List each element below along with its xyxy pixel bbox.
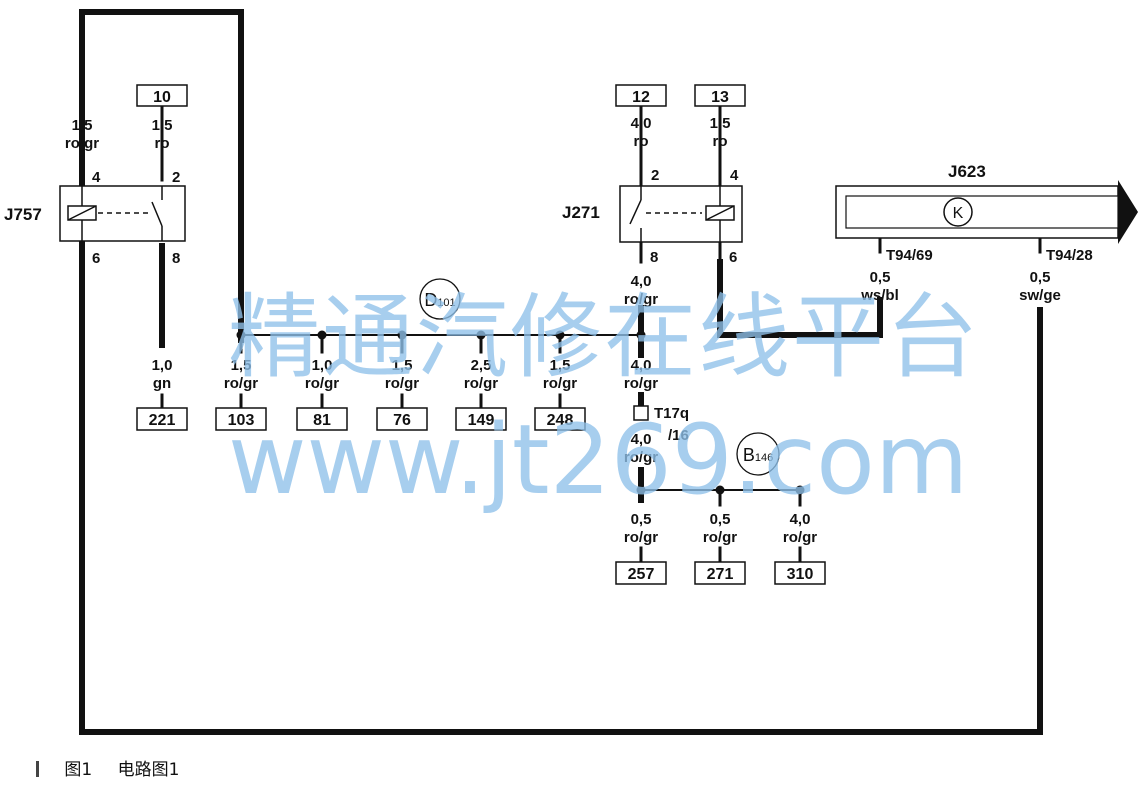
terminal-257: 257 [615, 561, 667, 585]
terminal-13: 13 [694, 84, 746, 107]
connector-d101: D101 [419, 278, 461, 320]
terminal-12: 12 [615, 84, 667, 107]
relay-j757: J757 4 2 6 8 [4, 169, 186, 267]
caption-bar [36, 761, 39, 777]
caption-figure-number: 图1 [64, 760, 93, 780]
wire-size: 1,5 [72, 117, 93, 134]
wire-color: ro/gr [624, 291, 658, 308]
wire-size: 0,5 [631, 511, 652, 528]
pin-label: 8 [172, 250, 180, 267]
wire-color: ro/gr [464, 375, 498, 392]
svg-text:221: 221 [149, 412, 176, 429]
caption-title: 电路图1 [117, 760, 180, 780]
terminal-271: 271 [694, 561, 746, 585]
pin-label: 2 [172, 169, 180, 186]
svg-text:103: 103 [228, 412, 255, 429]
wire-size: 1,0 [312, 357, 333, 374]
wire-size: 0,5 [1030, 269, 1051, 286]
wire-color: ro/gr [783, 529, 817, 546]
wire-color: ro/gr [224, 375, 258, 392]
ecu-label: J623 [948, 162, 986, 181]
wire-size: 0,5 [870, 269, 891, 286]
wire-color: ro/gr [703, 529, 737, 546]
terminal-149: 149 [455, 407, 507, 431]
terminal-76: 76 [376, 407, 428, 431]
svg-text:271: 271 [707, 566, 734, 583]
svg-text:310: 310 [787, 566, 814, 583]
wire-color: ro/gr [543, 375, 577, 392]
terminal-103: 103 [215, 407, 267, 431]
wire-size: 0,5 [710, 511, 731, 528]
wire-labels: 1,5 ro/gr 1,5 ro 1,0 gn 1,5 ro/gr 1,0 ro… [65, 115, 1061, 546]
wire-color: ro/gr [624, 529, 658, 546]
terminal-10: 10 [136, 84, 188, 107]
pin-label: 4 [92, 169, 101, 186]
wire-size: 1,5 [231, 357, 252, 374]
relay-j271: J271 2 4 8 6 [562, 167, 743, 266]
svg-text:81: 81 [313, 412, 331, 429]
pin-label: 6 [92, 250, 100, 267]
wire-size: 4,0 [790, 511, 811, 528]
wire-color: ro/gr [305, 375, 339, 392]
wire-size: 4,0 [631, 273, 652, 290]
pin-label: 2 [651, 167, 659, 184]
connector-b146: B146 [736, 432, 780, 476]
svg-text:149: 149 [468, 412, 495, 429]
connector-t17q: T17q /16 [633, 405, 689, 444]
wire-color: ws/bl [860, 287, 899, 304]
wire-color: ro [713, 133, 728, 150]
wire-size: 1,5 [550, 357, 571, 374]
pin-label: 6 [729, 249, 737, 266]
wire-color: sw/ge [1019, 287, 1061, 304]
svg-text:12: 12 [632, 89, 650, 106]
wire-color: gn [153, 375, 171, 392]
svg-text:B146: B146 [743, 445, 773, 465]
svg-text:/16: /16 [668, 427, 689, 444]
svg-text:10: 10 [153, 89, 171, 106]
svg-text:D101: D101 [424, 290, 455, 310]
wire-size: 4,0 [631, 115, 652, 132]
wire-size: 1,5 [152, 117, 173, 134]
wire-size: 4,0 [631, 357, 652, 374]
ecu-j623: K J623 T94/69 T94/28 [835, 162, 1138, 264]
wire-color: ro/gr [385, 375, 419, 392]
figure-caption: 图1 电路图1 [36, 755, 179, 780]
wire-size: 2,5 [471, 357, 492, 374]
wire-size: 1,5 [392, 357, 413, 374]
wire-color: ro [634, 133, 649, 150]
svg-text:248: 248 [547, 412, 574, 429]
wire-color: ro/gr [624, 449, 658, 466]
terminal-310: 310 [774, 561, 826, 585]
relay-j271-label: J271 [562, 203, 600, 222]
svg-text:76: 76 [393, 412, 411, 429]
svg-text:13: 13 [711, 89, 729, 106]
outer-ground-loop [79, 9, 1043, 735]
wire-size: 1,5 [710, 115, 731, 132]
relay-j757-label: J757 [4, 205, 42, 224]
ecu-symbol: K [953, 205, 964, 222]
pin-label: 8 [650, 249, 658, 266]
terminal-221: 221 [136, 407, 188, 431]
terminal-boxes: 10 12 13 221 103 81 76 149 248 257 271 3… [136, 84, 826, 585]
wire-size: 4,0 [631, 431, 652, 448]
wire-color: ro/gr [65, 135, 99, 152]
pin-label: 4 [730, 167, 739, 184]
wire-size: 1,0 [152, 357, 173, 374]
terminal-248: 248 [534, 407, 586, 431]
wire-color: ro/gr [624, 375, 658, 392]
ecu-pin-label: T94/69 [886, 247, 933, 264]
svg-text:T17q: T17q [654, 405, 689, 422]
svg-text:257: 257 [628, 566, 655, 583]
terminal-81: 81 [296, 407, 348, 431]
wire-color: ro [155, 135, 170, 152]
ecu-pin-label: T94/28 [1046, 247, 1093, 264]
